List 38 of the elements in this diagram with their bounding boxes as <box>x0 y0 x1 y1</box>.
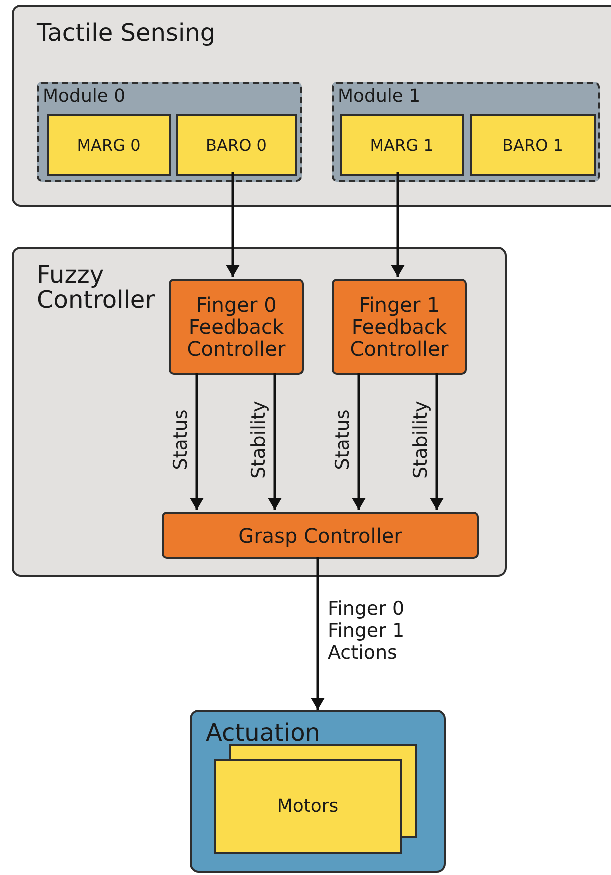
arrow <box>311 557 325 710</box>
arrow <box>268 373 282 510</box>
group-panel <box>12 247 507 577</box>
node-label: Finger 0 Feedback Controller <box>186 294 287 360</box>
node-label: MARG 1 <box>370 136 434 154</box>
node-label: Grasp Controller <box>238 524 404 546</box>
controller-box <box>332 279 467 375</box>
node-label: Tactile Sensing <box>37 21 216 46</box>
node-label: Finger 1 Feedback Controller <box>349 294 450 360</box>
module-panel <box>332 82 600 182</box>
node-label: Module 0 <box>43 86 126 108</box>
edge-label: Stability <box>410 401 432 479</box>
arrow <box>430 373 444 510</box>
edge-label: Status <box>332 410 354 470</box>
node-label: MARG 0 <box>77 136 141 154</box>
controller-box <box>169 279 304 375</box>
node-label: Motors <box>276 795 340 819</box>
arrow <box>190 373 204 510</box>
stacked-boxes <box>214 744 417 854</box>
sensor-box <box>340 114 464 176</box>
controller-box <box>162 512 479 559</box>
node-label: Fuzzy Controller <box>37 263 156 313</box>
group-panel <box>12 5 611 207</box>
node-label: BARO 1 <box>502 136 564 154</box>
sensor-box <box>470 114 596 176</box>
actuation-panel <box>190 710 446 873</box>
arrow <box>226 172 240 277</box>
arrow <box>391 172 405 277</box>
node-label: BARO 0 <box>206 136 267 154</box>
sensor-box <box>176 114 297 176</box>
sensor-box <box>47 114 171 176</box>
node-label: Module 1 <box>338 86 421 108</box>
arrow <box>352 373 366 510</box>
edge-label: Finger 0 Finger 1 Actions <box>328 598 406 664</box>
module-panel <box>37 82 302 182</box>
edge-label: Stability <box>248 401 270 479</box>
edge-label: Status <box>170 410 192 470</box>
node-label: Actuation <box>206 718 320 748</box>
